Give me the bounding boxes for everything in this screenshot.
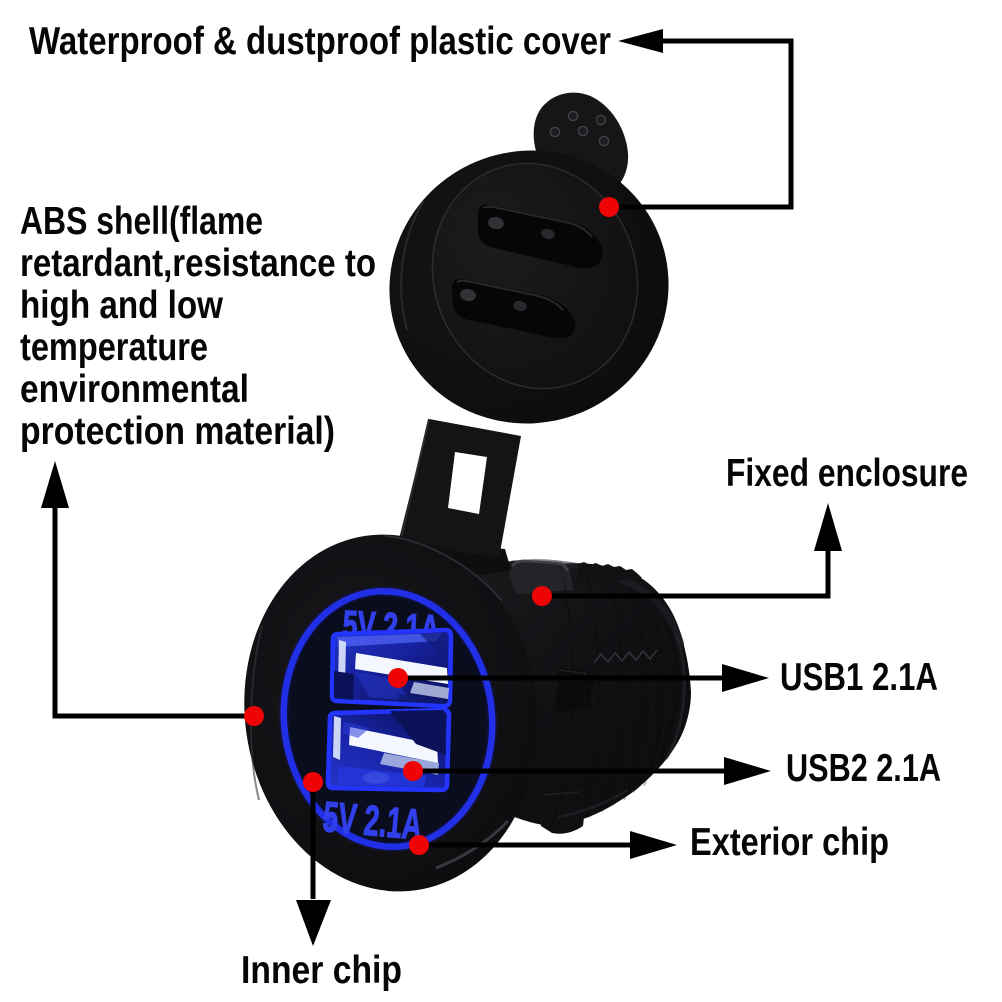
svg-text:temperature: temperature [20, 326, 208, 369]
svg-text:ABS shell(flame: ABS shell(flame [20, 200, 263, 243]
svg-text:USB2 2.1A: USB2 2.1A [786, 747, 941, 790]
svg-text:protection material): protection material) [20, 410, 335, 453]
svg-text:Waterproof & dustproof plastic: Waterproof & dustproof plastic cover [29, 20, 611, 63]
svg-text:retardant,resistance to: retardant,resistance to [20, 242, 376, 285]
svg-text:5V 2.1A: 5V 2.1A [321, 793, 424, 849]
svg-text:Fixed enclosure: Fixed enclosure [726, 452, 968, 495]
svg-text:Exterior chip: Exterior chip [690, 821, 889, 864]
svg-text:high and low: high and low [20, 284, 224, 327]
svg-text:USB1 2.1A: USB1 2.1A [780, 656, 938, 699]
svg-text:environmental: environmental [20, 368, 249, 411]
svg-text:Inner chip: Inner chip [241, 949, 402, 992]
